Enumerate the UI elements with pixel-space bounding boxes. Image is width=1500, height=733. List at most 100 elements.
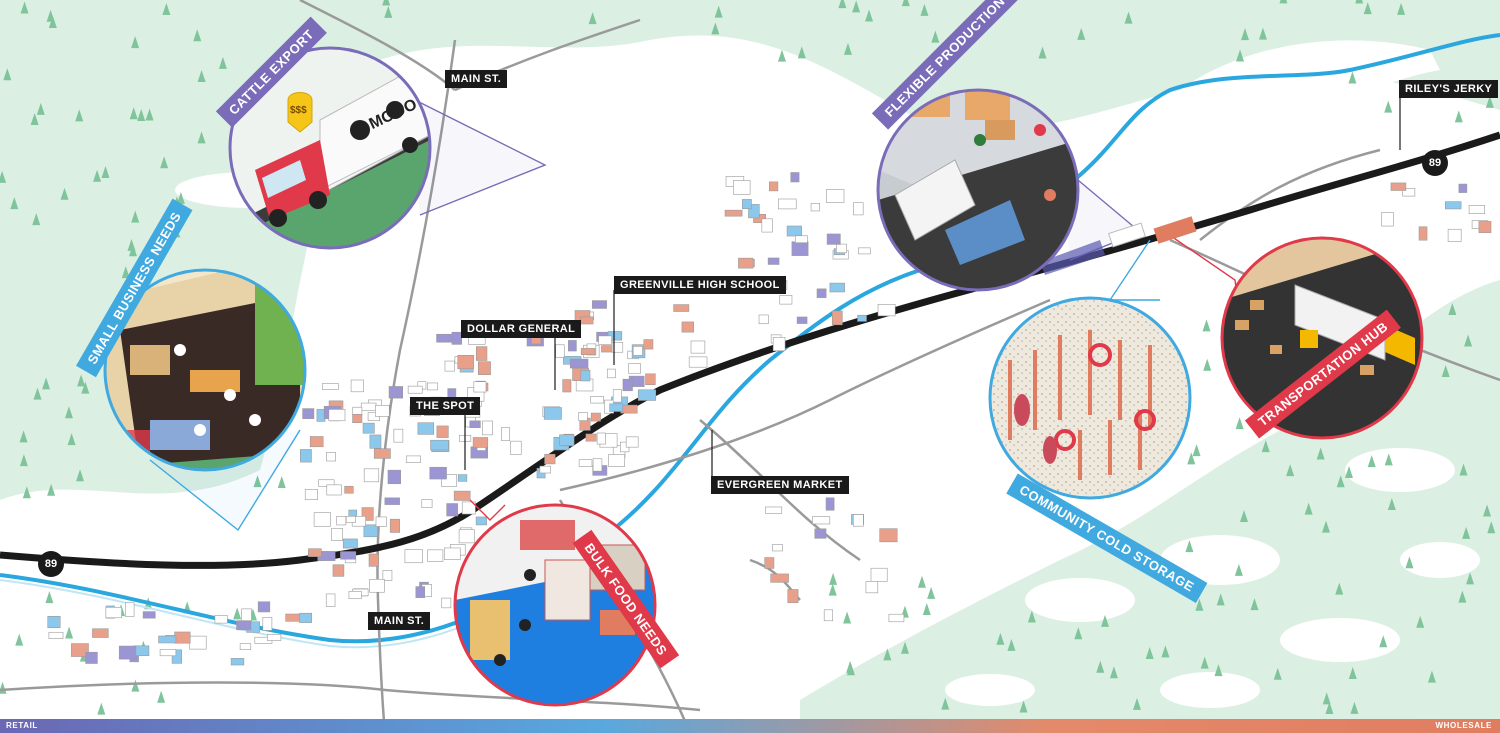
tree (1203, 358, 1212, 371)
building (308, 548, 322, 557)
tree (1466, 572, 1475, 585)
tree (1397, 2, 1406, 15)
tree (277, 475, 286, 488)
building (468, 336, 486, 345)
tree (1019, 700, 1028, 713)
tree (1100, 614, 1109, 627)
building (790, 172, 800, 183)
building (461, 501, 476, 515)
tree (1192, 444, 1201, 457)
tree (931, 30, 940, 43)
tree (1187, 452, 1196, 465)
building (852, 514, 864, 527)
tree (1325, 702, 1334, 715)
tree (1387, 498, 1396, 511)
building (171, 649, 183, 664)
building (601, 345, 613, 353)
building (829, 282, 845, 293)
building (1418, 226, 1428, 241)
tree (1405, 556, 1414, 569)
building (417, 422, 435, 435)
tree (996, 632, 1005, 645)
tree (927, 586, 936, 599)
tree (36, 102, 45, 115)
building (858, 247, 871, 255)
building (590, 412, 601, 422)
tree (19, 430, 28, 443)
building (458, 529, 475, 544)
building (772, 336, 786, 352)
tree (1459, 463, 1468, 476)
building (159, 649, 177, 657)
building (236, 620, 252, 631)
building (326, 484, 342, 496)
tree (922, 603, 931, 616)
building (1402, 188, 1416, 197)
building (681, 321, 694, 333)
tree (1279, 0, 1288, 4)
tree (233, 607, 242, 620)
label-main-st-south: MAIN ST. (368, 612, 431, 630)
building (318, 479, 335, 487)
tree (1448, 303, 1457, 316)
building (569, 358, 589, 369)
building (344, 485, 354, 494)
building (724, 209, 743, 217)
building (643, 339, 654, 350)
label-the-spot: THE SPOT (410, 397, 481, 415)
tree (1335, 582, 1344, 595)
river (0, 33, 1500, 644)
building (825, 189, 845, 203)
tree (1096, 660, 1105, 673)
building (369, 434, 382, 449)
callout-transportation-hub (1220, 236, 1424, 440)
building (816, 288, 827, 298)
building (158, 635, 177, 644)
building (765, 506, 783, 514)
building (313, 512, 331, 527)
tree (10, 197, 19, 210)
tree (1027, 610, 1036, 623)
building (596, 432, 606, 445)
tree (1345, 465, 1354, 478)
tree (1321, 520, 1330, 533)
building (475, 516, 487, 526)
tree (45, 591, 54, 604)
building (340, 551, 356, 560)
tree (1258, 27, 1267, 40)
building (768, 181, 779, 192)
building (591, 300, 607, 309)
building (836, 243, 847, 254)
callout-cattle-export (228, 46, 432, 250)
tree (1487, 521, 1496, 534)
building (870, 567, 888, 582)
tree (42, 377, 51, 390)
building (637, 389, 657, 401)
building (473, 381, 487, 393)
tree (1367, 455, 1376, 468)
building (382, 570, 393, 581)
tree (901, 641, 910, 654)
building (1468, 205, 1486, 214)
tree (129, 107, 138, 120)
building (753, 214, 766, 223)
tree (777, 49, 786, 62)
tree (829, 572, 838, 585)
callout-small-business (103, 268, 307, 472)
building (578, 412, 588, 421)
building (469, 420, 481, 429)
building (592, 458, 603, 472)
tree (1416, 615, 1425, 628)
tree (48, 16, 57, 29)
building (125, 602, 135, 617)
building (1390, 182, 1407, 191)
tree (1074, 627, 1083, 640)
building (688, 356, 708, 368)
building (562, 379, 572, 393)
tree (1077, 27, 1086, 40)
callout-cold-storage (988, 296, 1192, 500)
tree (1316, 447, 1325, 460)
building (831, 310, 843, 326)
tree (1240, 509, 1249, 522)
building (761, 218, 773, 233)
